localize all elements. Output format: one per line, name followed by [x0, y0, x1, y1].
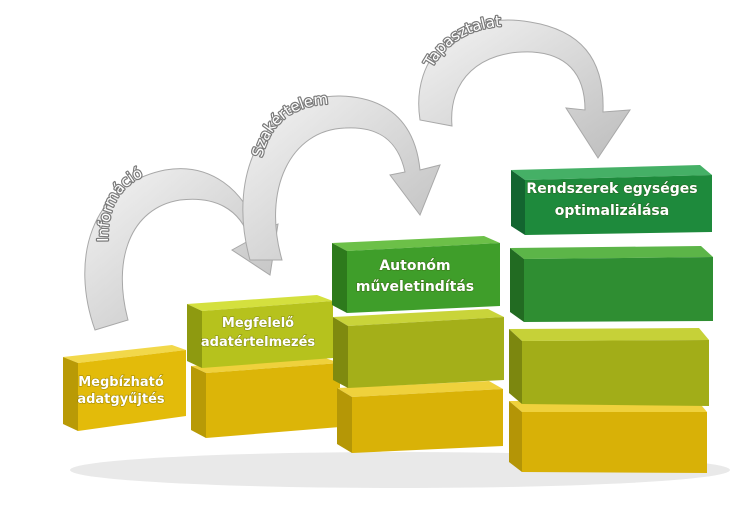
- step4-line1: Rendszerek egységes: [526, 181, 697, 197]
- step2-line1: Megfelelő: [222, 316, 294, 331]
- arrow-tapasztalat: [418, 19, 631, 159]
- step-label-4: Rendszerek egységes optimalizálása: [526, 180, 698, 219]
- block-row2-col4: [509, 328, 709, 406]
- step3-line2: műveletindítás: [356, 279, 474, 295]
- step1-line1: Megbízható: [78, 375, 164, 390]
- step2-line2: adatértelmezés: [201, 335, 316, 350]
- block-row1-col2: [191, 357, 340, 438]
- step4-line2: optimalizálása: [555, 203, 669, 219]
- step1-line2: adatgyűjtés: [77, 392, 165, 407]
- arrow-szakertelem: [242, 95, 441, 261]
- block-row2-col3: [333, 309, 504, 388]
- step3-line1: Autonóm: [379, 258, 450, 274]
- block-row1-col4: [509, 400, 707, 473]
- block-row1-col1: [63, 345, 186, 431]
- block-row3-col4: [510, 246, 713, 322]
- block-row1-col3: [337, 381, 503, 453]
- block-row3-col3: [332, 236, 500, 313]
- block-row4-col4: [511, 165, 712, 235]
- step-label-1: Megbízható adatgyűjtés: [77, 374, 166, 407]
- step-label-3: Autonóm műveletindítás: [355, 257, 474, 295]
- step-label-2: Megfelelő adatértelmezés: [200, 315, 316, 350]
- block-row2-col2: [187, 295, 333, 368]
